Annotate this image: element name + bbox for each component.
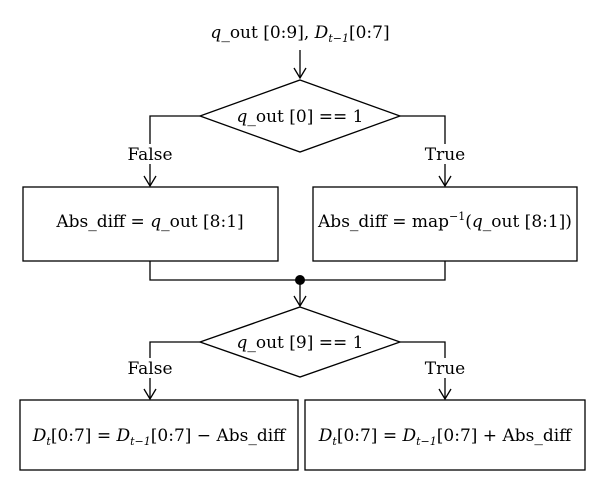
box-abs-diff-map bbox=[312, 186, 578, 262]
box-abs-diff-map-text: Abs_diff = map−1(q_out [8:1]) bbox=[317, 210, 572, 232]
box-abs-diff-direct-text: Abs_diff = q_out [8:1] bbox=[55, 212, 243, 232]
merge-right bbox=[300, 261, 446, 281]
input-label: q_out [0:9], Dt−1[0:7] bbox=[210, 23, 389, 45]
decision2-text: q_out [9] == 1 bbox=[236, 333, 363, 353]
arrowhead-true2 bbox=[438, 388, 452, 401]
decision2-true-label: True bbox=[425, 359, 465, 379]
box-dt-add bbox=[304, 399, 586, 471]
arrowhead-true1 bbox=[438, 175, 452, 188]
box-abs-diff-direct bbox=[22, 186, 279, 262]
arrowhead-false2 bbox=[143, 388, 157, 401]
arrowhead-junction bbox=[293, 295, 307, 308]
merge-left bbox=[149, 261, 300, 281]
box-dt-subtract-text: Dt[0:7] = Dt−1[0:7] − Abs_diff bbox=[32, 426, 287, 448]
arrowhead-false1 bbox=[143, 175, 157, 188]
box-dt-subtract bbox=[19, 399, 299, 471]
decision2-diamond bbox=[198, 306, 402, 378]
decision1-true-label: True bbox=[425, 145, 465, 165]
box-dt-add-text: Dt[0:7] = Dt−1[0:7] + Abs_diff bbox=[318, 426, 573, 448]
decision1-text: q_out [0] == 1 bbox=[236, 107, 363, 127]
decision1-diamond bbox=[198, 79, 402, 153]
decision2-false-branch bbox=[149, 341, 200, 399]
decision2-true-branch bbox=[400, 341, 446, 399]
arrowhead-input bbox=[293, 67, 307, 80]
decision2-false-label: False bbox=[128, 359, 173, 379]
decision1-false-label: False bbox=[128, 145, 173, 165]
